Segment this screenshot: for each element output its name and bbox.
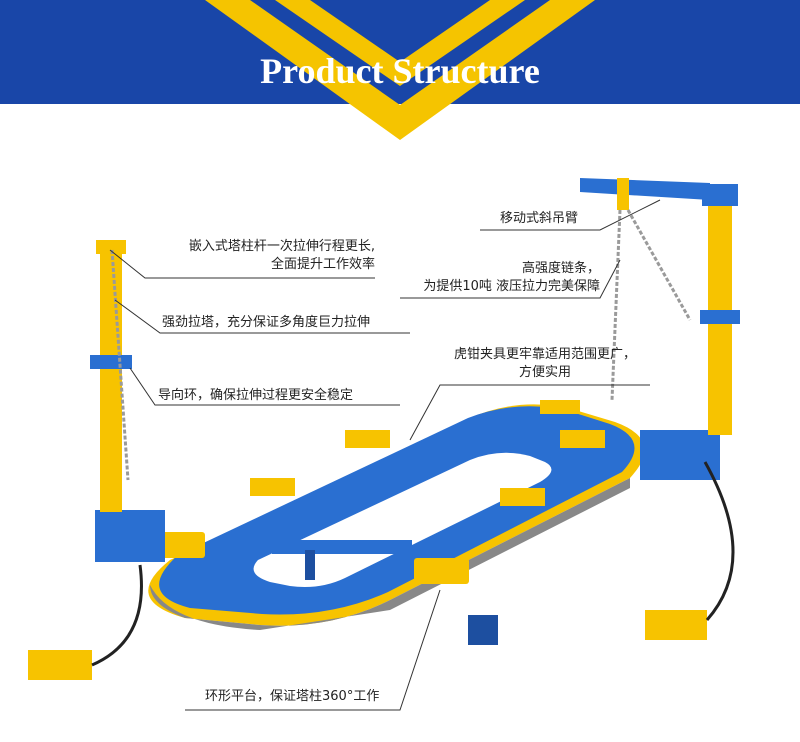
base-beam: [272, 540, 412, 554]
header-banner: [0, 0, 800, 104]
banner-chevron: [205, 0, 595, 140]
callout-leader-lines: [109, 199, 661, 711]
left-tower: [90, 240, 165, 562]
callout-platform: 环形平台，保证塔柱360°工作: [205, 689, 380, 704]
callout-tower-rod-line2: 全面提升工作效率: [270, 257, 375, 272]
callout-chain-line1: 高强度链条，: [521, 261, 600, 276]
callout-tower-rod: 嵌入式塔柱杆一次拉伸行程更长, 全面提升工作效率: [150, 238, 375, 274]
callout-hoist-arm: 移动式斜吊臂: [500, 211, 579, 226]
clamp-set: [150, 400, 605, 584]
callout-tower-rod-line1: 嵌入式塔柱杆一次拉伸行程更长,: [188, 239, 375, 254]
callout-chain: 高强度链条， 为提供10吨 液压拉力完美保障: [400, 260, 600, 296]
leg-left: [305, 550, 315, 580]
banner-chevron-inner: [275, 0, 525, 86]
callout-chain-line2: 为提供10吨 液压拉力完美保障: [423, 279, 600, 294]
leg-right: [468, 615, 498, 645]
hydraulic-pump-left: [28, 564, 143, 680]
right-tower: [580, 178, 740, 480]
callout-clamp: 虎钳夹具更牢靠适用范围更广， 方便实用: [440, 346, 650, 382]
callout-clamp-line1: 虎钳夹具更牢靠适用范围更广，: [453, 347, 636, 362]
callout-pull-tower: 强劲拉塔，充分保证多角度巨力拉伸: [162, 315, 371, 330]
callout-guide-ring: 导向环，确保拉伸过程更安全稳定: [158, 388, 354, 403]
page-title: Product Structure: [260, 51, 540, 91]
callout-clamp-line2: 方便实用: [518, 365, 571, 380]
hydraulic-pump-right: [645, 461, 735, 640]
